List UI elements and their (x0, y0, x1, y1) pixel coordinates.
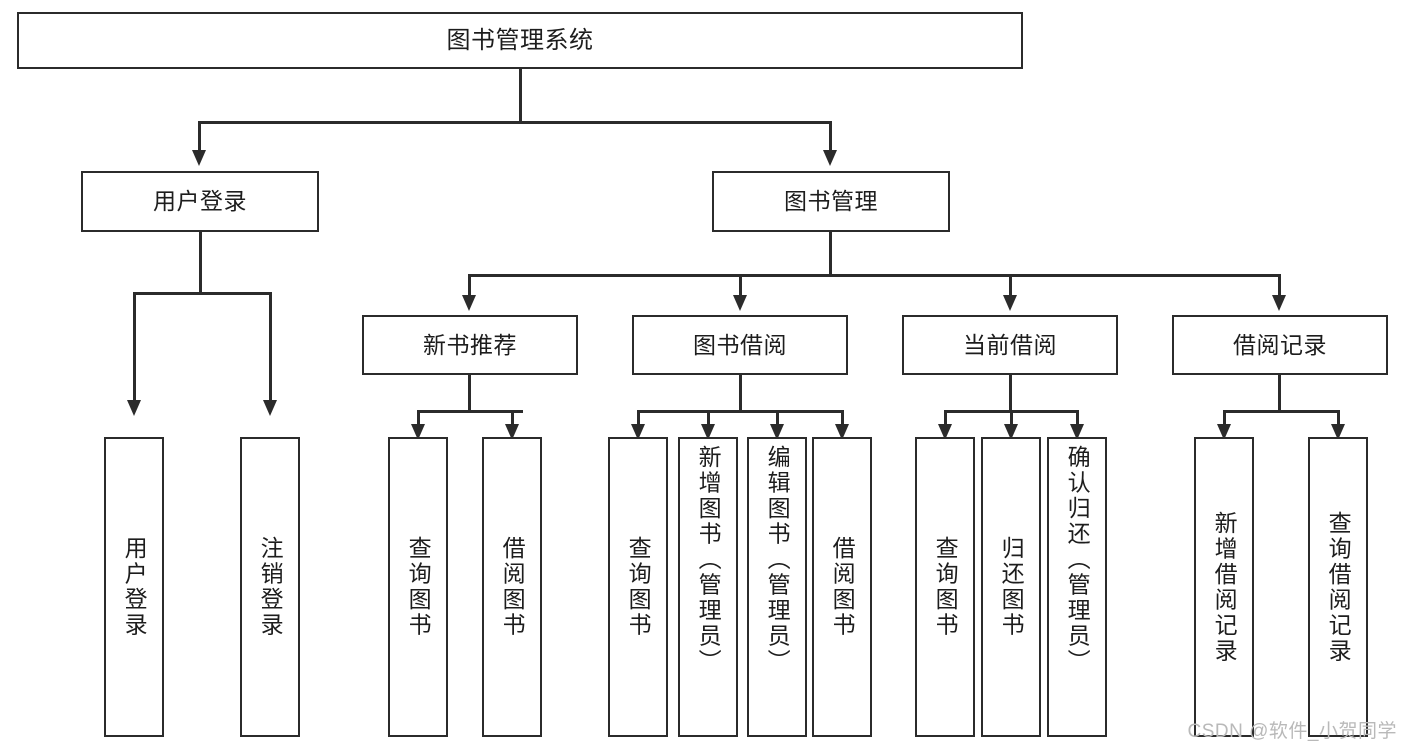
node-current-borrow[interactable]: 当前借阅 (902, 315, 1118, 375)
node-label: 借阅记录 (1233, 331, 1327, 358)
edge-drop-leaf-user-login-1 (133, 292, 136, 401)
leaf-cb-return-book[interactable]: 归还图书 (981, 437, 1041, 737)
node-label: 查询图书 (932, 536, 959, 638)
leaf-nbr-borrow-book[interactable]: 借阅图书 (482, 437, 542, 737)
node-label: 当前借阅 (963, 331, 1057, 358)
leaf-cb-query-book[interactable]: 查询图书 (915, 437, 975, 737)
edge-book-borrow-stem (739, 375, 742, 412)
arrow-book-management (823, 150, 837, 166)
edge-drop-book-borrow (739, 274, 742, 296)
node-label: 借阅图书 (499, 536, 526, 638)
edge-book-management-stem (829, 232, 832, 276)
node-label: 图书借阅 (693, 331, 787, 358)
leaf-nbr-query-book[interactable]: 查询图书 (388, 437, 448, 737)
leaf-br-add-record[interactable]: 新增借阅记录 (1194, 437, 1254, 737)
edge-drop-leaf-br-2 (1337, 410, 1340, 426)
node-label: 查询图书 (625, 536, 652, 638)
edge-book-borrow-bus (637, 410, 843, 413)
edge-borrow-record-bus (1223, 410, 1339, 413)
arrow-leaf-user-login-2 (263, 400, 277, 416)
edge-drop-book-management (829, 121, 832, 151)
edge-level2-bus (198, 121, 832, 124)
node-label: 用户登录 (121, 536, 148, 638)
edge-current-borrow-stem (1009, 375, 1012, 412)
edge-drop-leaf-bb-2 (707, 410, 710, 426)
node-book-borrow[interactable]: 图书借阅 (632, 315, 848, 375)
node-label: 图书管理 (784, 188, 878, 215)
node-book-management[interactable]: 图书管理 (712, 171, 950, 232)
leaf-br-query-record[interactable]: 查询借阅记录 (1308, 437, 1368, 737)
node-label: 查询图书 (405, 536, 432, 638)
arrow-user-login (192, 150, 206, 166)
leaf-bb-borrow-book[interactable]: 借阅图书 (812, 437, 872, 737)
arrow-leaf-br-1 (1217, 424, 1231, 440)
node-label: 用户登录 (153, 188, 247, 215)
edge-drop-borrow-record (1278, 274, 1281, 296)
edge-user-login-bus (133, 292, 269, 295)
edge-drop-leaf-cb-2 (1010, 410, 1013, 426)
node-new-book-recommend[interactable]: 新书推荐 (362, 315, 578, 375)
edge-root-stem (519, 69, 522, 123)
edge-new-book-recommend-stem (468, 375, 471, 412)
edge-borrow-record-stem (1278, 375, 1281, 412)
edge-drop-new-book-recommend (468, 274, 471, 296)
edge-drop-current-borrow (1009, 274, 1012, 296)
edge-drop-user-login (198, 121, 201, 151)
arrow-leaf-bb-1 (631, 424, 645, 440)
leaf-user-login[interactable]: 用户登录 (104, 437, 164, 737)
arrow-leaf-bb-3 (770, 424, 784, 440)
arrow-new-book-recommend (462, 295, 476, 311)
edge-drop-leaf-user-login-2 (269, 292, 272, 401)
node-label: 图书管理系统 (446, 26, 594, 54)
arrow-leaf-bb-2 (701, 424, 715, 440)
leaf-logout-login[interactable]: 注销登录 (240, 437, 300, 737)
arrow-book-borrow (733, 295, 747, 311)
arrow-leaf-user-login-1 (127, 400, 141, 416)
arrow-leaf-br-2 (1331, 424, 1345, 440)
node-label: 注销登录 (257, 536, 284, 638)
edge-drop-leaf-nbr-2 (511, 410, 514, 426)
arrow-leaf-cb-3 (1070, 424, 1084, 440)
node-label: 编辑图书（管理员） (764, 445, 791, 675)
edge-level3-bus (468, 274, 1280, 277)
node-label: 新增图书（管理员） (695, 445, 722, 675)
arrow-leaf-cb-1 (938, 424, 952, 440)
arrow-leaf-nbr-2 (505, 424, 519, 440)
node-user-login[interactable]: 用户登录 (81, 171, 319, 232)
node-root-book-management-system[interactable]: 图书管理系统 (17, 12, 1023, 69)
node-label: 查询借阅记录 (1325, 510, 1352, 664)
edge-drop-leaf-cb-3 (1076, 410, 1079, 426)
arrow-borrow-record (1272, 295, 1286, 311)
edge-drop-leaf-bb-1 (637, 410, 640, 426)
node-label: 新书推荐 (423, 331, 517, 358)
edge-drop-leaf-cb-1 (944, 410, 947, 426)
edge-drop-leaf-br-1 (1223, 410, 1226, 426)
node-label: 确认归还（管理员） (1064, 445, 1091, 675)
edge-drop-leaf-nbr-1 (417, 410, 420, 426)
leaf-cb-confirm-return-admin[interactable]: 确认归还（管理员） (1047, 437, 1107, 737)
node-label: 借阅图书 (829, 536, 856, 638)
leaf-bb-query-book[interactable]: 查询图书 (608, 437, 668, 737)
edge-user-login-stem (199, 232, 202, 294)
arrow-leaf-nbr-1 (411, 424, 425, 440)
node-borrow-record[interactable]: 借阅记录 (1172, 315, 1388, 375)
edge-drop-leaf-bb-3 (776, 410, 779, 426)
leaf-bb-add-book-admin[interactable]: 新增图书（管理员） (678, 437, 738, 737)
arrow-current-borrow (1003, 295, 1017, 311)
leaf-bb-edit-book-admin[interactable]: 编辑图书（管理员） (747, 437, 807, 737)
edge-drop-leaf-bb-4 (841, 410, 844, 426)
edge-new-book-recommend-bus (417, 410, 523, 413)
node-label: 归还图书 (998, 536, 1025, 638)
node-label: 新增借阅记录 (1211, 510, 1238, 664)
arrow-leaf-bb-4 (835, 424, 849, 440)
arrow-leaf-cb-2 (1004, 424, 1018, 440)
